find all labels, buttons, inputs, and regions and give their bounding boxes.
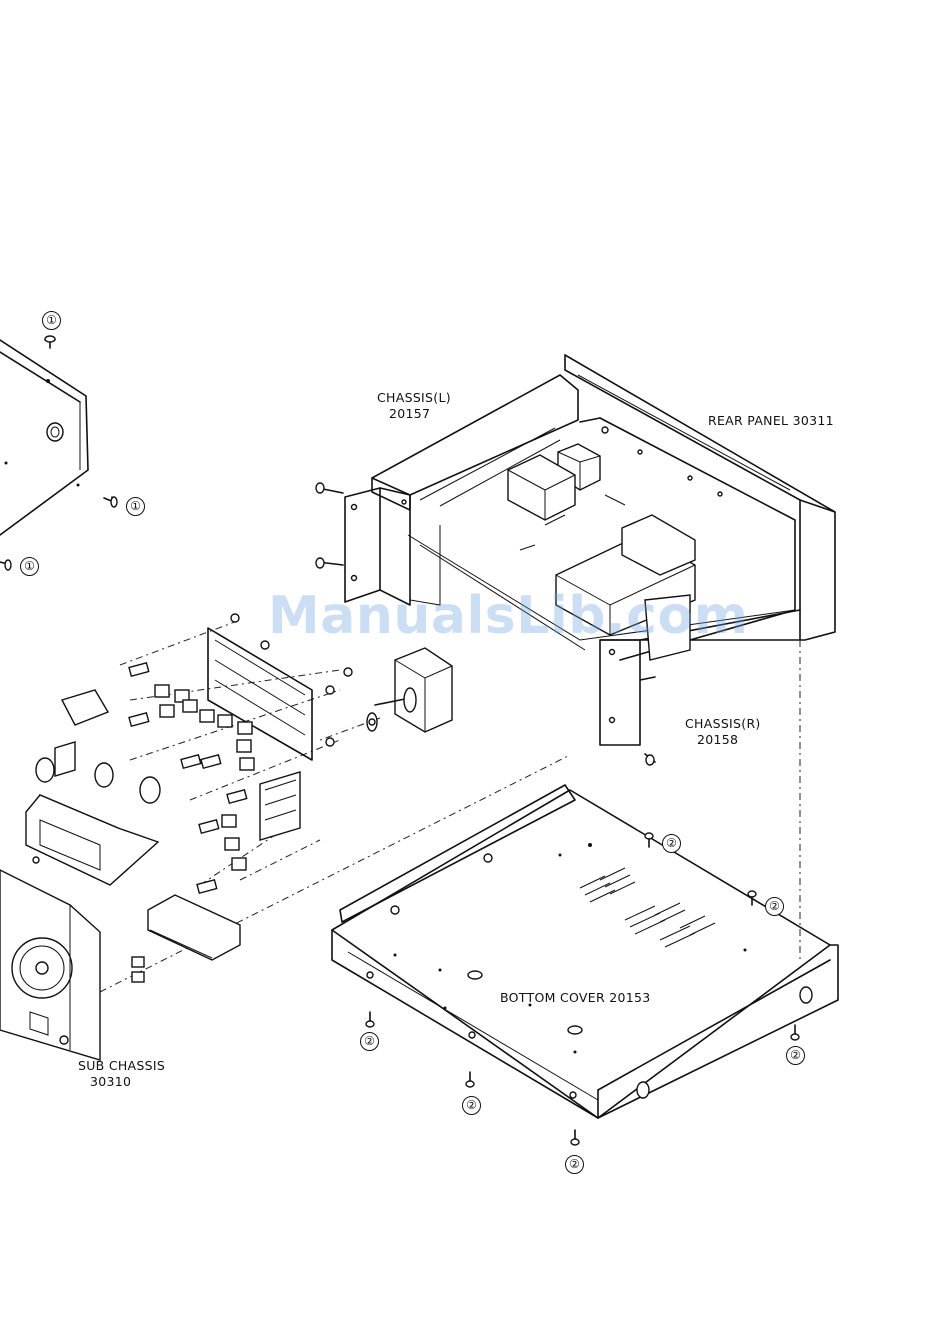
callout-2-f: ②: [565, 1155, 584, 1174]
front-assemblies: [0, 614, 452, 1060]
callout-1-top: ①: [42, 311, 61, 330]
callout-2-a: ②: [662, 834, 681, 853]
callout-2-c: ②: [360, 1032, 379, 1051]
label-sub-chassis: SUB CHASSIS 30310: [78, 1058, 165, 1090]
label-bottom-cover: BOTTOM COVER 20153: [500, 990, 650, 1006]
callout-1-right: ①: [126, 497, 145, 516]
label-rear-panel: REAR PANEL 30311: [708, 413, 834, 429]
top-cover: [0, 340, 88, 535]
sub-chassis-number: 30310: [78, 1074, 165, 1090]
watermark: ManualsLib.com: [268, 586, 748, 646]
chassis-r-number: 20158: [685, 732, 761, 748]
chassis-l-number: 20157: [377, 406, 451, 422]
screws-type-2: [366, 833, 799, 1145]
label-chassis-l: CHASSIS(L) 20157: [377, 390, 451, 422]
chassis-l-name: CHASSIS(L): [377, 390, 451, 405]
callout-2-d: ②: [786, 1046, 805, 1065]
chassis-r-name: CHASSIS(R): [685, 716, 761, 731]
callout-1-left: ①: [20, 557, 39, 576]
callout-2-e: ②: [462, 1096, 481, 1115]
label-chassis-r: CHASSIS(R) 20158: [685, 716, 761, 748]
bottom-cover: [332, 785, 838, 1118]
callout-2-b: ②: [765, 897, 784, 916]
sub-chassis-name: SUB CHASSIS: [78, 1058, 165, 1073]
screws-type-1: [0, 336, 117, 570]
